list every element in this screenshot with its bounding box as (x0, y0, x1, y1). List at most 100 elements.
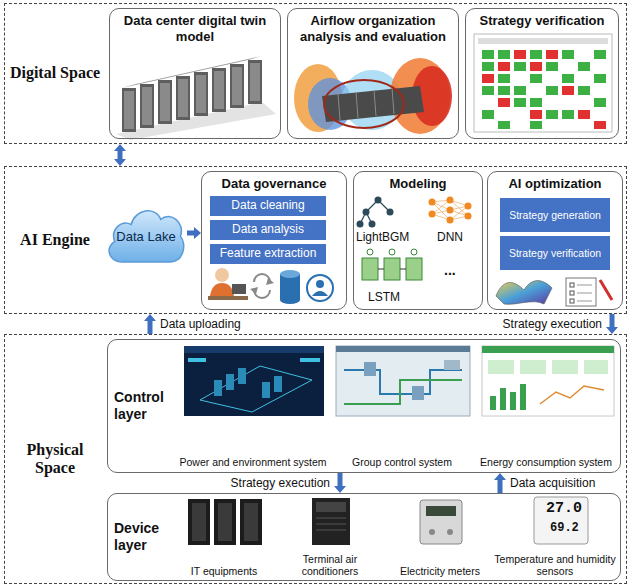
power-env-screen-part (238, 368, 246, 384)
device-item: Terminal air conditioners (274, 496, 386, 579)
model-icons-part (367, 249, 373, 255)
system-panel: Power and environment system (178, 342, 328, 470)
energy-screen-part (488, 360, 514, 374)
power-env-screen-part (184, 346, 324, 353)
optimization-icons-part (566, 278, 596, 306)
strategy-chart-figure-part (546, 110, 558, 119)
optimization-icons-part (577, 301, 592, 302)
space-band: Digital SpaceData center digital twin mo… (4, 3, 627, 144)
model-icons-part (362, 258, 378, 280)
twin-model-figure-part (232, 67, 242, 105)
step-bar: Strategy verification (500, 236, 610, 270)
group-control-screen-part (336, 346, 470, 416)
twin-model-figure-part (142, 87, 152, 125)
module-box: Data center digital twin model (109, 8, 281, 139)
strategy-chart-figure-part (514, 98, 526, 107)
strategy-chart-figure-part (498, 74, 510, 83)
label-patch: Strategy execution (229, 476, 332, 490)
module-title: Modeling (384, 176, 451, 192)
flow-arrow (148, 321, 153, 334)
label-holder: LightBGM (356, 230, 409, 244)
step-label: Feature extraction (214, 247, 323, 261)
twin-model-figure (116, 56, 276, 140)
strategy-chart-figure-part (498, 86, 510, 95)
flow-arrow (338, 473, 343, 486)
label-holder: DNN (437, 230, 463, 244)
strategy-chart-figure-part (594, 121, 606, 129)
twin-model-figure-part (250, 63, 260, 101)
strategy-chart-figure-part (530, 121, 542, 129)
energy-screen (482, 346, 614, 416)
layer-title: Control layer (114, 389, 174, 424)
group-control-screen-part (344, 380, 462, 404)
strategy-chart-figure-part (530, 74, 542, 83)
optimization-icons-part (600, 280, 612, 300)
label-holder: 69.2 (550, 521, 579, 535)
module-box: Strategy verification (465, 8, 619, 139)
data-lake-cloud: Data Lake (105, 199, 187, 267)
module-title: Data governance (217, 176, 332, 192)
airflow-figure-part (324, 80, 404, 128)
twin-model-figure-part (122, 88, 136, 132)
strategy-chart-figure-part (530, 110, 542, 119)
power-env-screen-part (274, 376, 282, 392)
energy-screen-part (510, 392, 516, 410)
twin-model-figure-part (194, 72, 208, 116)
twin-model-figure-part (214, 71, 224, 109)
optimization-icons-part (570, 291, 574, 295)
band-title: Digital Space (5, 64, 105, 82)
arrow-label: Strategy execution (231, 476, 330, 490)
panel-caption: Power and environment system (179, 456, 326, 470)
air-conditioner-icon-part (316, 502, 346, 512)
strategy-chart-figure-part (498, 98, 510, 107)
governance-icons-part (232, 284, 246, 294)
air-conditioner-icon (312, 498, 350, 545)
group-control-screen-part (344, 370, 462, 394)
model-name: LSTM (368, 290, 400, 304)
module-box: AI optimizationStrategy generationStrate… (487, 171, 623, 310)
step-bar: Strategy generation (500, 198, 610, 232)
step-bar: Feature extraction (210, 244, 326, 264)
power-env-screen (184, 346, 324, 416)
model-icons-part (465, 213, 472, 220)
flow-arrow (187, 231, 194, 236)
optimization-icons (496, 278, 612, 306)
model-icons-part (411, 249, 417, 255)
it-rack-icons-part (188, 499, 210, 545)
meter-icon-part (426, 506, 456, 516)
strategy-chart-figure-part (562, 86, 574, 95)
twin-model-figure-part (230, 64, 244, 108)
arrow-label: Strategy execution (503, 317, 602, 331)
group-control-screen-part (364, 362, 376, 376)
step-label: Strategy verification (503, 247, 607, 259)
strategy-chart-figure-part (514, 62, 526, 71)
model-icons-part (429, 199, 436, 206)
energy-screen-part (540, 386, 604, 404)
it-rack-icons-part (192, 503, 206, 541)
strategy-chart-figure-part (546, 62, 558, 71)
flow-arrow (498, 480, 503, 493)
optimization-icons-part (496, 281, 552, 305)
model-icons-part (387, 209, 394, 216)
model-icons-part (406, 258, 422, 280)
system-panel: Energy consumption system (476, 342, 616, 470)
strategy-chart-figure-part (498, 62, 510, 71)
device-caption: Temperature and humidity sensors (494, 553, 616, 579)
sensor-reading: 69.2 (550, 521, 579, 535)
twin-model-figure-part (176, 76, 190, 120)
group-control-screen-part (336, 346, 470, 352)
airflow-figure-part (374, 90, 376, 116)
energy-screen-part (520, 384, 526, 410)
strategy-chart-figure-part (578, 86, 590, 95)
governance-icons-part (307, 275, 333, 301)
model-icons-part (375, 197, 382, 204)
governance-icons-part (250, 287, 258, 294)
model-icons-part (400, 269, 406, 270)
step-bar: Data cleaning (210, 196, 326, 216)
label-patch: Data uploading (158, 317, 243, 331)
arrow-label: Data uploading (160, 317, 241, 331)
air-conditioner-icon-part (316, 524, 346, 525)
optimization-icons-part (577, 293, 592, 294)
strategy-chart-figure-part (578, 62, 590, 71)
cloud-shape (109, 211, 184, 262)
